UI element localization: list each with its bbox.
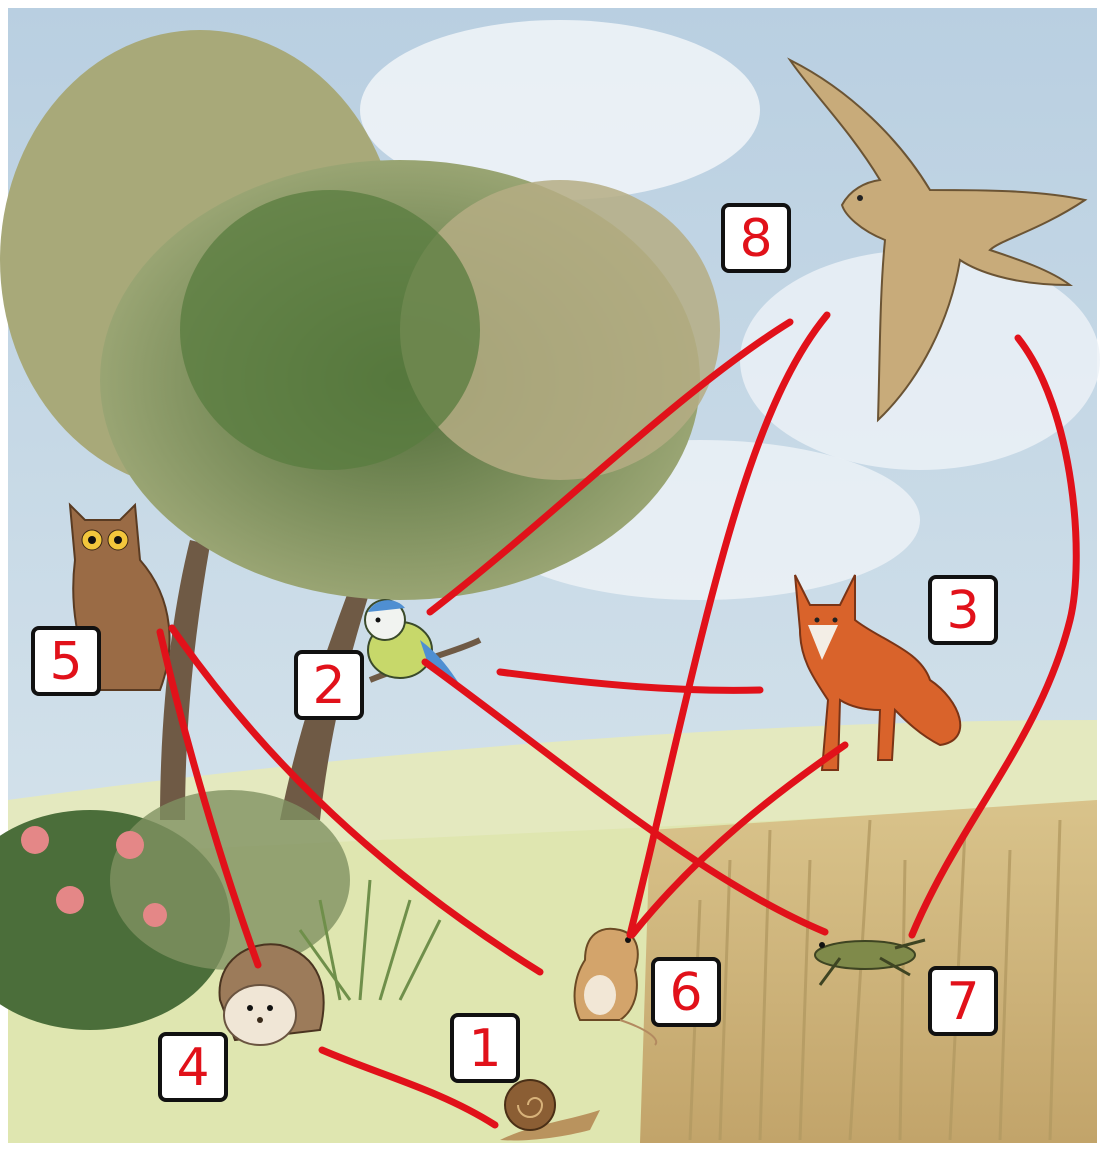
label-number: 2 xyxy=(312,656,345,716)
link-8-6 xyxy=(626,311,831,939)
label-number: 8 xyxy=(739,209,772,269)
link-3-2 xyxy=(496,668,764,694)
label-4-hedgehog: 4 xyxy=(158,1032,228,1102)
label-1-snail: 1 xyxy=(450,1013,520,1083)
snail-illustration xyxy=(500,1079,600,1141)
label-8-hawk: 8 xyxy=(721,203,791,273)
link-8-7 xyxy=(908,334,1080,939)
number-labels: 1 2 3 4 5 6 7 8 xyxy=(31,203,998,1102)
food-web-links xyxy=(156,311,1080,1129)
link-5-6 xyxy=(168,624,544,976)
label-box xyxy=(294,650,364,720)
label-box xyxy=(651,957,721,1027)
cloud xyxy=(360,20,760,200)
blue-tit-illustration xyxy=(364,599,460,685)
link-2-7 xyxy=(421,658,829,936)
link-4-1 xyxy=(318,1046,499,1129)
grass-tuft xyxy=(298,879,442,1001)
label-number: 3 xyxy=(946,581,979,641)
fox-illustration xyxy=(794,574,962,771)
wheat-field xyxy=(640,800,1097,1143)
tree-trunk xyxy=(160,540,210,820)
label-number: 7 xyxy=(946,972,979,1032)
link-5-4 xyxy=(156,628,262,969)
label-box xyxy=(158,1032,228,1102)
label-box xyxy=(31,626,101,696)
label-box xyxy=(928,575,998,645)
link-3-6 xyxy=(628,741,849,939)
mouse-illustration xyxy=(573,927,658,1046)
label-number: 6 xyxy=(669,963,702,1023)
label-6-mouse: 6 xyxy=(651,957,721,1027)
tree-foliage xyxy=(400,180,720,480)
label-3-fox: 3 xyxy=(928,575,998,645)
label-7-grasshopper: 7 xyxy=(928,966,998,1036)
grasshopper-illustration xyxy=(814,938,926,986)
tree xyxy=(0,30,720,820)
tree-foliage xyxy=(180,190,480,470)
label-box xyxy=(928,966,998,1036)
label-2-blue-tit: 2 xyxy=(294,650,364,720)
label-5-owl: 5 xyxy=(31,626,101,696)
link-8-2 xyxy=(426,318,794,616)
label-number: 5 xyxy=(49,632,82,692)
label-number: 1 xyxy=(468,1019,501,1079)
label-box xyxy=(721,203,791,273)
hedgehog-illustration xyxy=(218,943,325,1046)
label-box xyxy=(450,1013,520,1083)
hawk-illustration xyxy=(787,57,1088,423)
label-number: 4 xyxy=(176,1038,209,1098)
